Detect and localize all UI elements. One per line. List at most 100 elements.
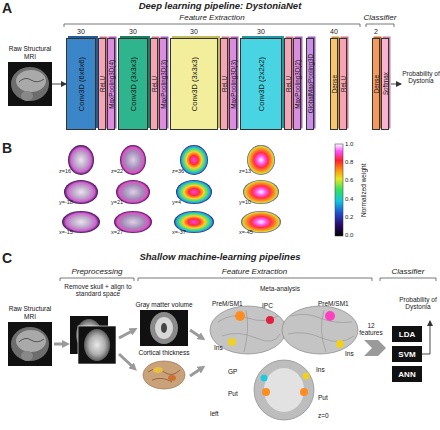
axis-title: Normalized weight — [360, 150, 370, 230]
region-label: Ins — [214, 344, 223, 351]
filter-count: 30 — [118, 28, 148, 36]
shape-rect — [8, 322, 52, 366]
region-label: Put — [318, 394, 328, 401]
bracket — [60, 278, 134, 281]
output-arrow — [422, 321, 430, 354]
shape-path — [148, 369, 180, 382]
layer-name: Conv3D (3x3x3) — [190, 57, 199, 111]
relu-layer: ReLU — [284, 38, 292, 130]
output-label: Probability of Dystonia — [402, 70, 440, 85]
orientation-label: left — [210, 410, 219, 417]
layer-name: ReLU — [151, 76, 158, 92]
shape-ellipse — [176, 180, 212, 204]
slice-label: z=22 — [111, 168, 123, 174]
shape-path — [288, 310, 354, 352]
tick-label: 1.0 — [345, 141, 353, 148]
shape-circle — [300, 388, 308, 396]
shape-ellipse — [150, 312, 178, 344]
layer-name: MaxPooling3D(2) — [294, 60, 301, 109]
panel-letter: C — [2, 250, 12, 266]
conv-layer: Conv3D (2x2x2) — [240, 38, 282, 130]
tick-label: 0.8 — [345, 159, 353, 166]
tick-label: 0.4 — [345, 196, 353, 203]
mri-thumbnail — [8, 322, 52, 366]
filter-count: 30 — [170, 28, 218, 36]
shape-circle — [262, 388, 270, 396]
relu-layer: ReLU — [339, 38, 347, 130]
shape-ellipse — [254, 360, 314, 420]
layer-name: LDA — [399, 330, 415, 339]
gray-matter-image — [140, 310, 188, 346]
shape-rect — [140, 358, 188, 394]
slice-label: x=-45 — [239, 229, 253, 235]
weight-maps — [62, 145, 281, 233]
shape-ellipse — [180, 145, 208, 175]
step-note: Meta-analysis — [205, 285, 355, 292]
layer-name: Conv3D (3x3x3) — [129, 57, 138, 111]
slice-label: y=21 — [111, 199, 123, 205]
shape-circle — [228, 338, 236, 346]
region-label: Ins — [316, 366, 325, 373]
region-label: Ins — [345, 350, 354, 357]
shape-ellipse — [153, 367, 163, 373]
layer-name: ANN — [398, 370, 415, 379]
output-arrow — [391, 84, 401, 85]
image-heading: Raw Structural MRI — [5, 305, 55, 322]
shape-rect — [8, 62, 52, 106]
bracket-label: Feature Extraction — [137, 267, 372, 276]
layer-name: SVM — [398, 350, 415, 359]
layer-name: ReLU — [99, 76, 106, 92]
panel-title: Deep learning pipeline: DystoniaNet — [110, 1, 330, 12]
bracket — [380, 278, 436, 281]
shape-ellipse — [68, 145, 94, 175]
step-note: Remove skull + align to standard space — [60, 283, 136, 298]
global-pooling-layer: GlobalMaxPooling3D — [306, 38, 314, 130]
region-label: IPC — [262, 302, 273, 309]
relu-layer: ReLU — [98, 38, 106, 130]
softmax-layer: Softmax — [381, 38, 389, 130]
region-label: PreM/SM1 — [212, 300, 243, 307]
flow-arrow — [190, 368, 202, 376]
flow-arrow — [119, 330, 134, 338]
conv-layer: Conv3D (3x3x3) — [170, 38, 218, 130]
shape-path — [19, 78, 44, 82]
pooling-layer: MaxPooling3D(4) — [107, 38, 115, 130]
bracket-label: Feature Extraction — [64, 13, 360, 22]
shape-ellipse — [264, 368, 304, 412]
slice-label: y=4 — [172, 199, 181, 205]
filter-count: 30 — [240, 28, 282, 36]
filter-count: 30 — [66, 28, 96, 36]
shape-ellipse — [143, 361, 185, 389]
layer-name: MaxPooling3D(3) — [160, 60, 167, 109]
bracket-label: Classifier — [378, 267, 438, 276]
shape-rect — [140, 310, 188, 346]
shape-ellipse — [161, 323, 167, 333]
shape-circle — [235, 311, 245, 321]
classifier-box: LDA — [392, 326, 422, 342]
tick-label: 0.0 — [345, 232, 353, 239]
pooling-layer: MaxPooling3D(3) — [229, 38, 237, 130]
shape-path — [19, 338, 44, 342]
slice-label: z=36 — [172, 168, 184, 174]
unit-count: 40 — [326, 28, 342, 36]
pooling-layer: MaxPooling3D(2) — [293, 38, 301, 130]
layer-name: MaxPooling3D(4) — [108, 60, 115, 109]
conv-layer: Conv3D (3x3x3) — [118, 38, 148, 130]
image-heading: Cortical thickness — [128, 349, 200, 358]
shape-ellipse — [16, 330, 46, 352]
layer-name: Conv3D (2x2x2) — [257, 57, 266, 111]
bracket-label: Preprocessing — [60, 267, 134, 276]
panel-letter: B — [2, 140, 12, 156]
unit-count: 2 — [368, 28, 384, 36]
shape-ellipse — [247, 145, 275, 175]
layer-name: ReLU — [340, 76, 347, 92]
slice-label: x=-37 — [172, 229, 186, 235]
classifier-box: SVM — [392, 346, 422, 362]
flow-chevron — [364, 340, 386, 356]
layer-name: ReLU — [221, 76, 228, 92]
panel-title: Shallow machine-learning pipelines — [110, 252, 330, 263]
slice-label: y=-18 — [59, 199, 73, 205]
slice-label: x=27 — [111, 229, 123, 235]
shape-circle — [261, 375, 268, 382]
